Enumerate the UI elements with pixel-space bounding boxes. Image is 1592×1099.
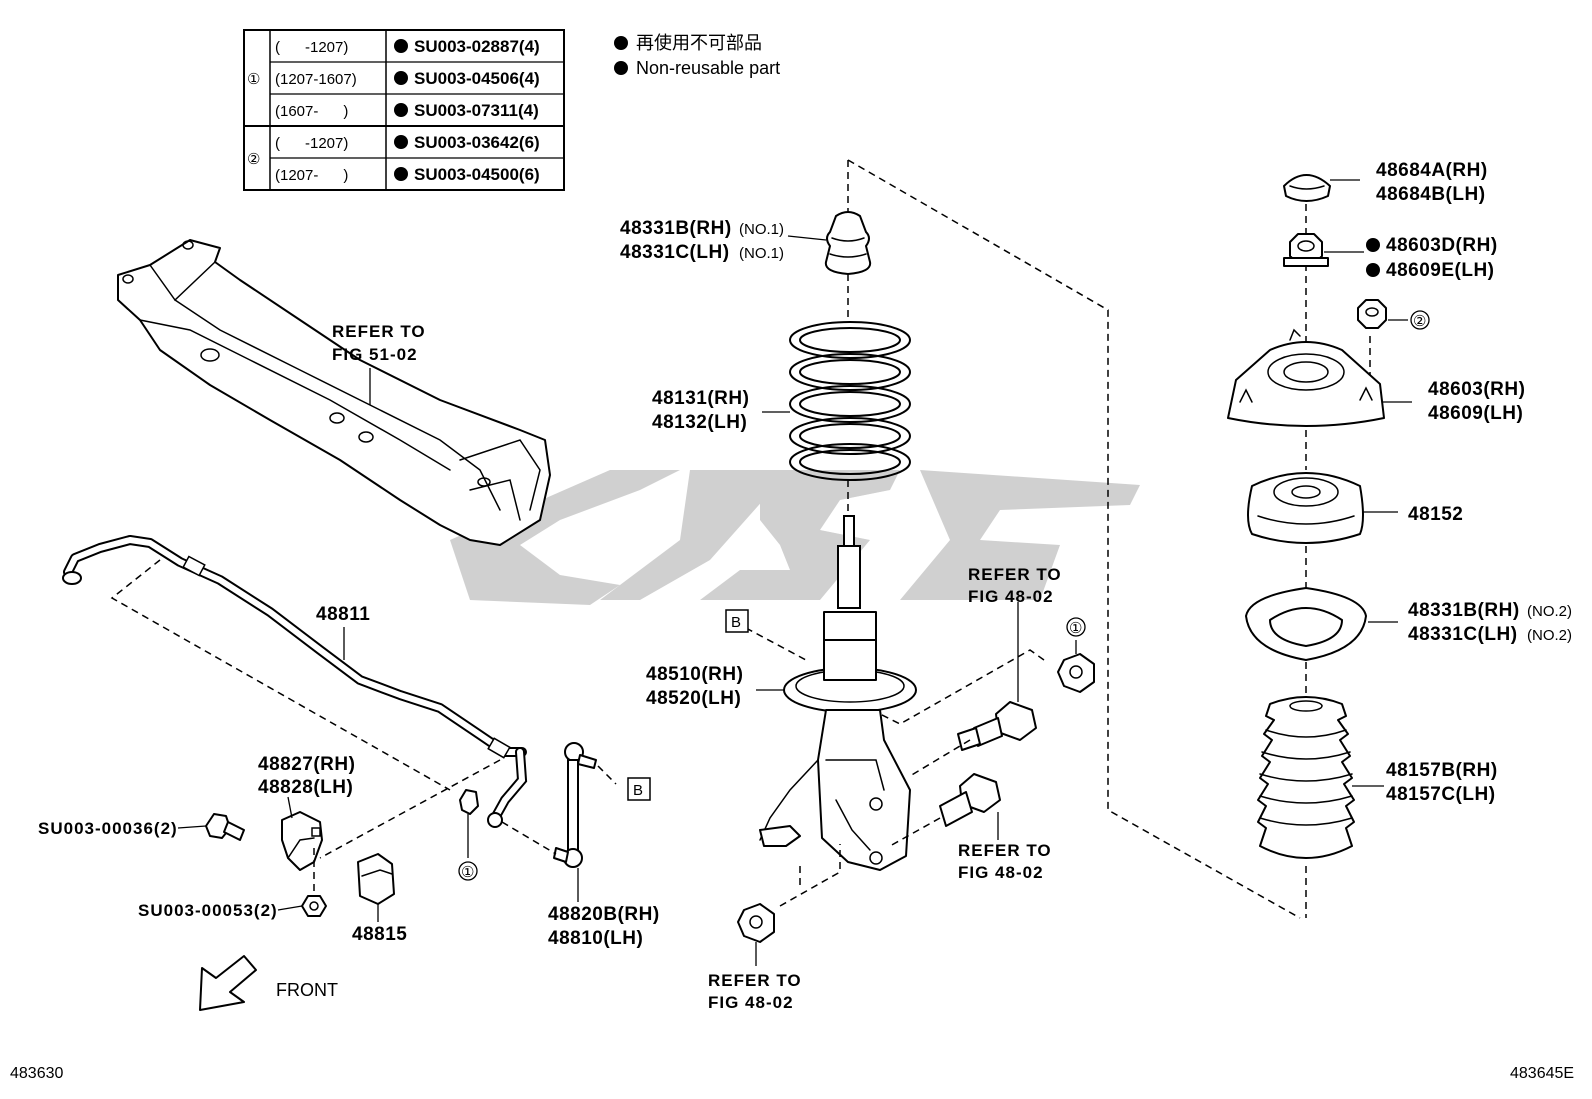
legend-text-jp: 再使用不可部品 — [636, 33, 762, 53]
table-part-number: SU003-04506(4) — [414, 69, 540, 88]
coil-spring — [789, 321, 911, 481]
nut-label: 48603D(RH) — [1386, 235, 1498, 256]
bump-stopper-note: (NO.1) — [739, 221, 784, 238]
refer-fig48-label: REFER TO — [968, 565, 1062, 584]
bolt-00036 — [205, 813, 245, 841]
callout-1-text: ① — [1069, 620, 1082, 637]
non-reusable-marker-icon — [394, 39, 408, 181]
spring-upper-seat — [1247, 472, 1364, 544]
link-label: 48810(LH) — [548, 928, 643, 949]
table-part-number: SU003-07311(4) — [414, 101, 539, 120]
stabilizer-bushing — [357, 853, 395, 905]
spring-label: 48131(RH) — [652, 388, 749, 409]
front-label: FRONT — [276, 980, 338, 1000]
refer-fig48-label: FIG 48-02 — [958, 863, 1044, 882]
table-range: ( -1207) — [275, 39, 348, 56]
nut-callout-1 — [459, 789, 479, 815]
bolt-table: ① ② ( -1207) (1207-1607) (1607- ) ( -120… — [243, 29, 565, 191]
callout-2-icon — [1410, 310, 1430, 330]
callout-2-text: ② — [1413, 313, 1426, 330]
callout-1-icon — [1066, 617, 1086, 637]
seat-label: 48152 — [1408, 504, 1463, 525]
stabilizer-label: 48811 — [316, 604, 370, 625]
strut-top-nut — [1283, 233, 1329, 267]
table-part-number: SU003-04500(6) — [414, 165, 540, 184]
nut-00053 — [301, 895, 327, 917]
non-reusable-marker-icon — [614, 36, 628, 50]
refer-fig48-label: FIG 48-02 — [708, 993, 794, 1012]
strut-mount — [1227, 328, 1385, 427]
nut-label: 48609E(LH) — [1386, 260, 1495, 281]
nut-00053-label: SU003-00053(2) — [138, 901, 278, 920]
front-arrow-icon — [199, 955, 257, 1011]
watermark-logo — [450, 470, 1140, 605]
bump-stopper-no1 — [824, 211, 872, 275]
legend-text-en: Non-reusable part — [636, 58, 780, 78]
table-group-1-symbol: ① — [247, 71, 260, 88]
callout-1-icon — [458, 861, 478, 881]
legend: 再使用不可部品 Non-reusable part — [614, 33, 780, 78]
stabilizer-bracket — [281, 811, 323, 871]
link-label: 48820B(RH) — [548, 904, 660, 925]
cap-label: 48684B(LH) — [1376, 184, 1486, 205]
crossmember — [117, 239, 551, 546]
bracket-label: 48828(LH) — [258, 777, 353, 798]
bump-stopper-note: (NO.1) — [739, 245, 784, 262]
flange-nut-lower — [737, 903, 775, 943]
stabilizer-bar — [62, 535, 528, 828]
dust-boot — [1257, 696, 1355, 859]
boot-label: 48157C(LH) — [1386, 784, 1496, 805]
knuckle-bolt-upper — [957, 701, 1037, 751]
support-label: 48609(LH) — [1428, 403, 1523, 424]
callout-1-text: ① — [461, 864, 474, 881]
callout-b-text: B — [633, 782, 643, 799]
table-part-number: SU003-03642(6) — [414, 133, 540, 152]
refer-fig48-label: REFER TO — [708, 971, 802, 990]
page-id-left: 483630 — [10, 1065, 63, 1082]
table-range: (1207-1607) — [275, 71, 357, 88]
bushing-label: 48815 — [352, 924, 407, 945]
insulator-note: (NO.2) — [1527, 627, 1572, 644]
refer-fig51-label: REFER TO — [332, 322, 426, 341]
table-range: (1207- ) — [275, 167, 348, 184]
refer-fig48-label: REFER TO — [958, 841, 1052, 860]
table-range: ( -1207) — [275, 135, 348, 152]
non-reusable-marker-icon — [1366, 238, 1380, 252]
spring-label: 48132(LH) — [652, 412, 747, 433]
spring-insulator-no2 — [1245, 587, 1367, 661]
bump-stopper-label: 48331C(LH) — [620, 242, 730, 263]
strut-label: 48510(RH) — [646, 664, 743, 685]
page-id-right: 483645E — [1510, 1065, 1574, 1082]
refer-fig51-label: FIG 51-02 — [332, 345, 418, 364]
refer-fig48-label: FIG 48-02 — [968, 587, 1054, 606]
knuckle-bolt-lower — [939, 773, 1001, 827]
table-part-number: SU003-02887(4) — [414, 37, 540, 56]
cap-label: 48684A(RH) — [1376, 160, 1488, 181]
shock-strut — [759, 515, 917, 871]
insulator-note: (NO.2) — [1527, 603, 1572, 620]
stabilizer-link — [553, 742, 597, 868]
table-range: (1607- ) — [275, 103, 348, 120]
non-reusable-marker-icon — [1366, 263, 1380, 277]
callout-b-icon — [627, 777, 651, 801]
callout-b-icon — [725, 609, 749, 633]
flange-nut-1 — [1057, 653, 1095, 693]
bump-stopper-label: 48331B(RH) — [620, 218, 732, 239]
callout-b-text: B — [731, 614, 741, 631]
boot-label: 48157B(RH) — [1386, 760, 1498, 781]
dust-cap — [1283, 174, 1331, 202]
support-label: 48603(RH) — [1428, 379, 1525, 400]
bolt-00036-label: SU003-00036(2) — [38, 819, 178, 838]
non-reusable-marker-icon — [614, 61, 628, 75]
flange-nut-2 — [1357, 299, 1387, 329]
bracket-label: 48827(RH) — [258, 754, 355, 775]
strut-label: 48520(LH) — [646, 688, 741, 709]
insulator-label: 48331C(LH) — [1408, 624, 1518, 645]
table-group-2-symbol: ② — [247, 151, 260, 168]
insulator-label: 48331B(RH) — [1408, 600, 1520, 621]
